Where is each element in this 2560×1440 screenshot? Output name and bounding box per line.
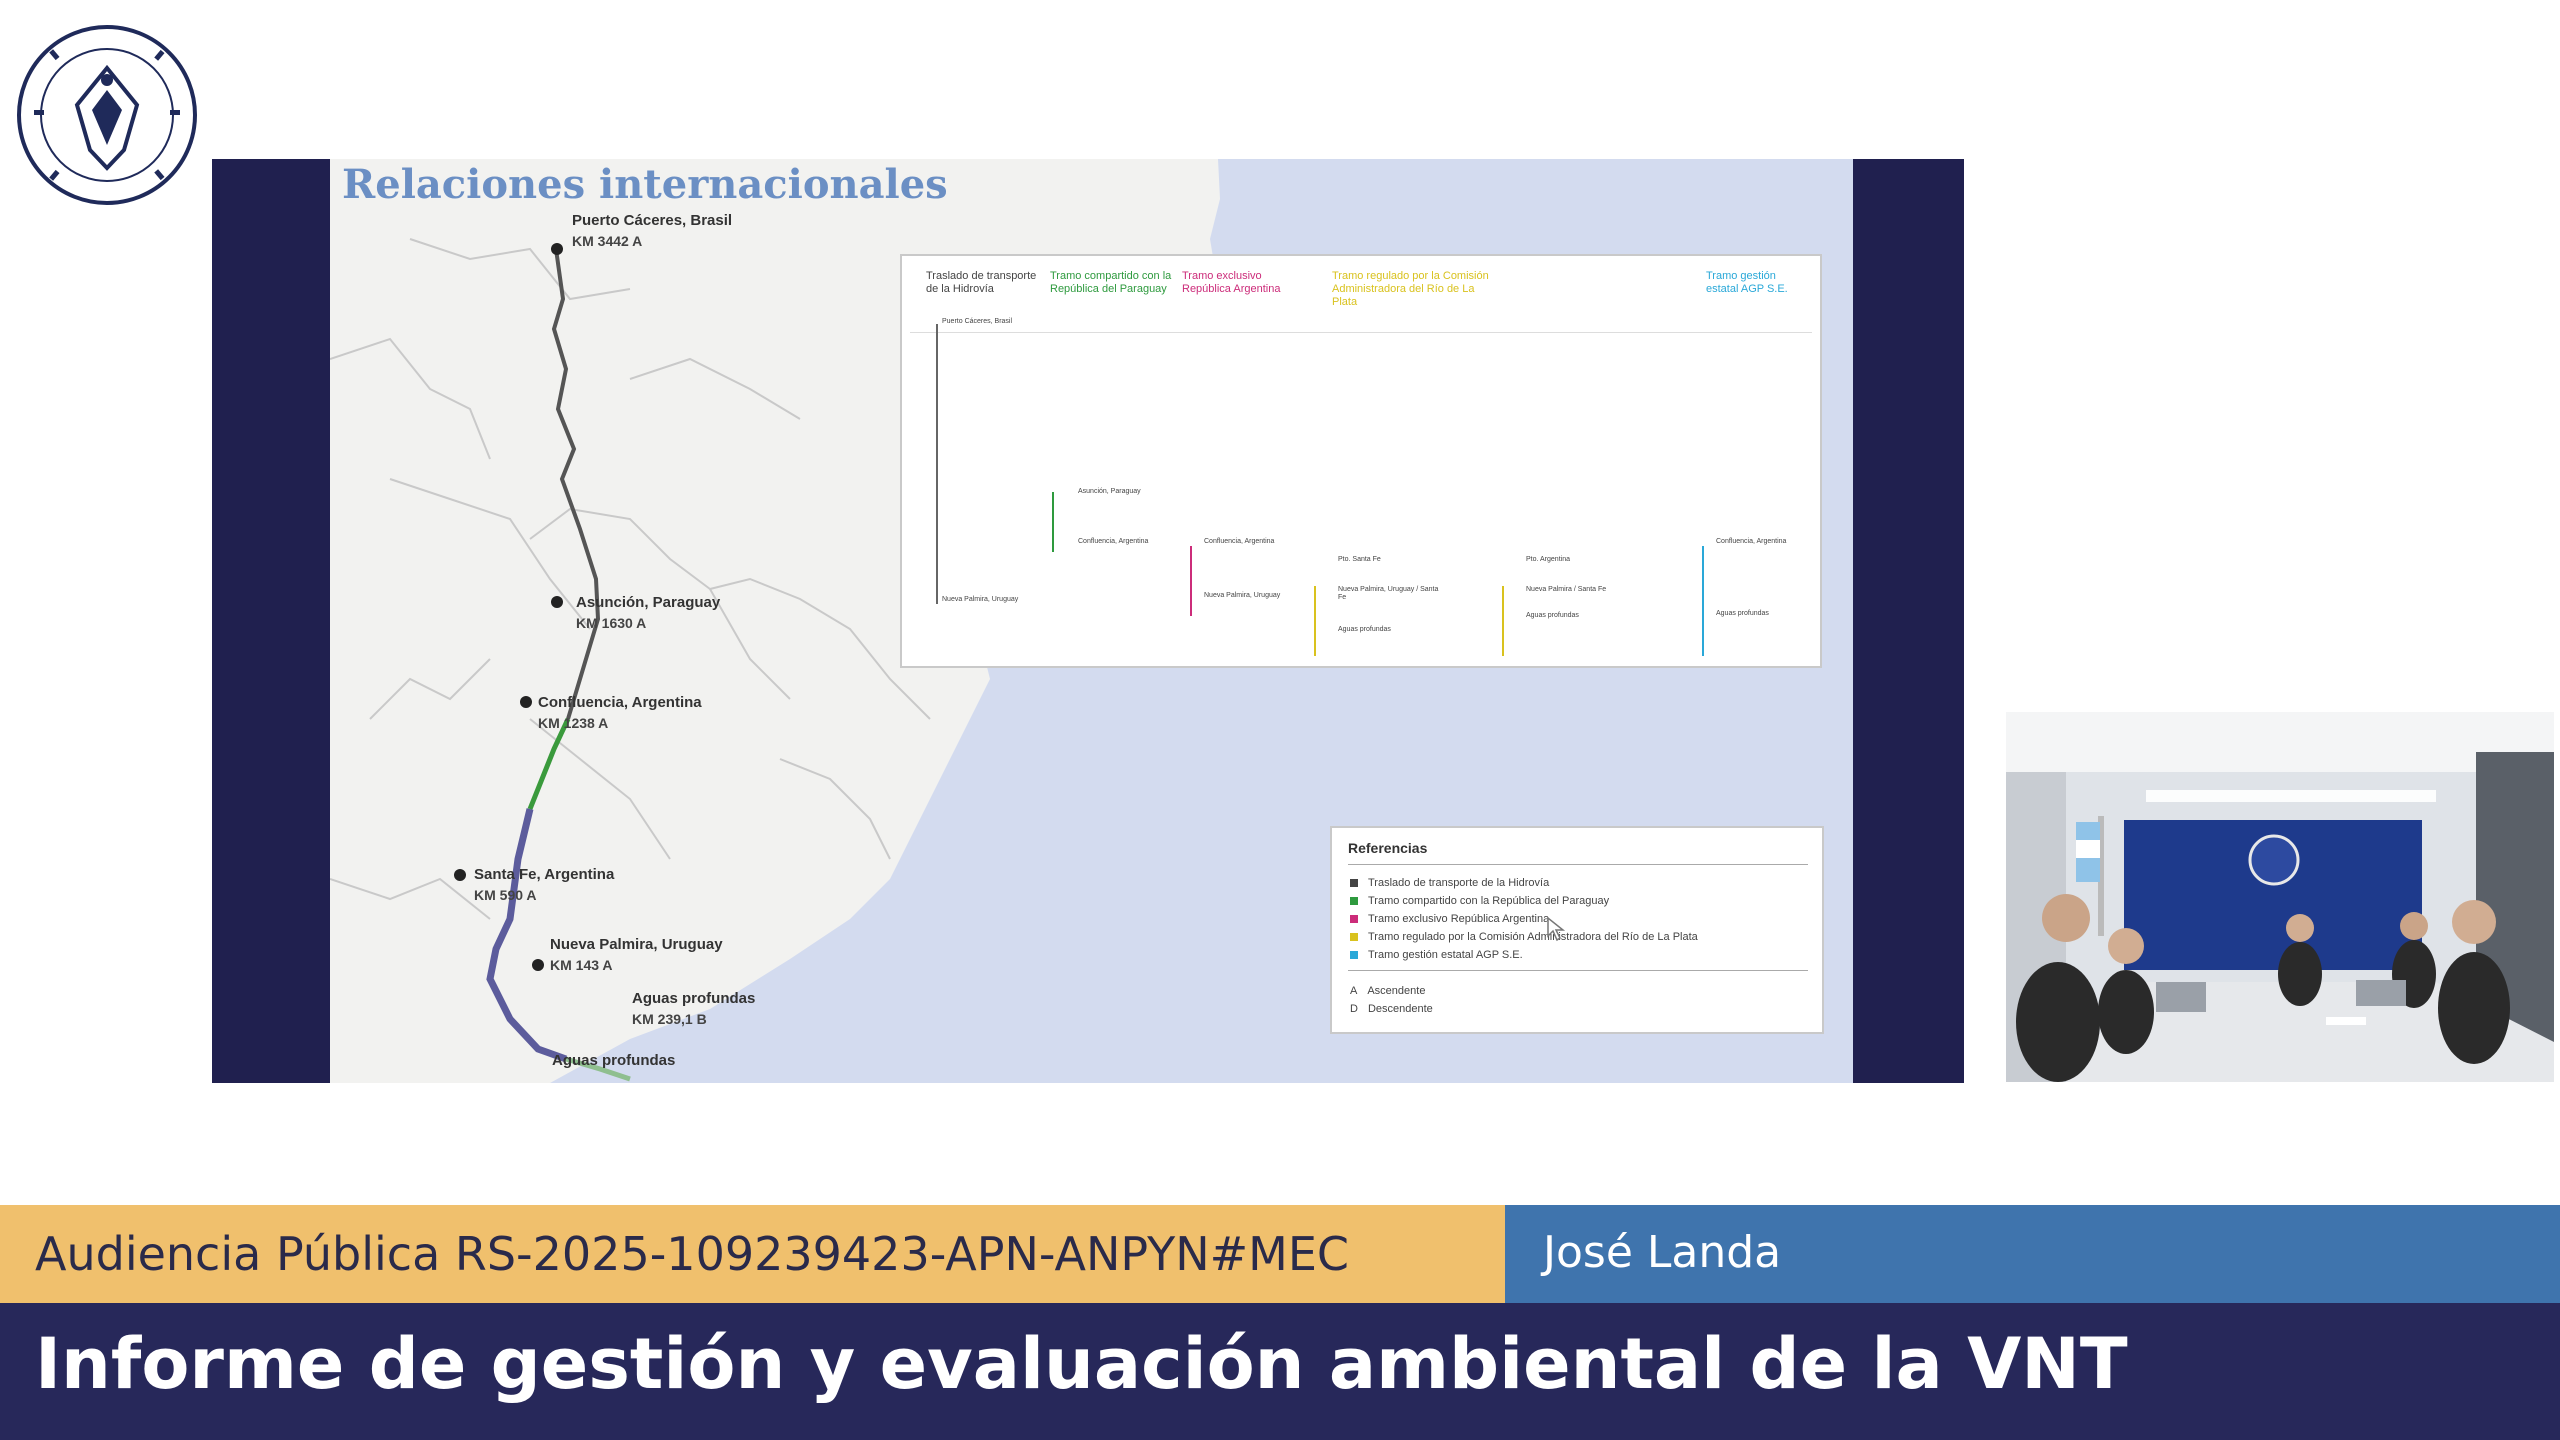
speaker-name: José Landa	[1543, 1227, 1782, 1278]
diagram-label: Asunción, Paraguay	[1078, 488, 1141, 495]
legend-swatch	[1350, 915, 1358, 924]
diagram-line	[1052, 492, 1054, 552]
legend-item: Tramo regulado por la Comisión Administr…	[1350, 930, 1698, 944]
presentation-slide: Relaciones internacionales Puerto Cácere…	[212, 159, 1964, 1083]
event-title: Audiencia Pública RS-2025-109239423-APN-…	[35, 1227, 1350, 1281]
meeting-room-video	[2006, 712, 2554, 1082]
diagram-label: Nueva Palmira, Uruguay / Santa Fe	[1338, 586, 1439, 601]
legend-divider	[1348, 970, 1808, 971]
webcam-feed	[2006, 712, 2554, 1082]
diagram-line	[1502, 586, 1504, 656]
map-city-label: Aguas profundas	[552, 1052, 676, 1069]
diagram-label: Nueva Palmira, Uruguay	[1204, 592, 1281, 599]
legend-swatch	[1350, 951, 1358, 960]
diagram-line	[1314, 586, 1316, 656]
legend-swatch	[1350, 897, 1358, 906]
map-point-nueva-palmira	[532, 959, 544, 971]
diagram-label: Confluencia, Argentina	[1204, 538, 1275, 545]
legend-divider	[1348, 864, 1808, 865]
legend-swatch	[1350, 933, 1358, 942]
slide-title: Relaciones internacionales	[342, 161, 948, 208]
diagram-header: Tramo compartido con la República del Pa…	[1050, 270, 1172, 295]
legend-swatch	[1350, 879, 1358, 888]
diagram-header: Tramo regulado por la Comisión Administr…	[1332, 270, 1489, 308]
diagram-label: Aguas profundas	[1338, 626, 1391, 633]
legend-title: Referencias	[1348, 840, 1428, 856]
institution-seal-logo	[12, 20, 202, 210]
diagram-line	[936, 324, 938, 604]
legend-item: Tramo compartido con la República del Pa…	[1350, 894, 1609, 908]
diagram-header: Tramo gestión estatal AGP S.E.	[1706, 270, 1788, 295]
map-point-confluencia	[520, 696, 532, 708]
diagram-header: Traslado de transporte de la Hidrovía	[926, 270, 1037, 295]
diagram-label: Nueva Palmira / Santa Fe	[1526, 586, 1607, 593]
event-info-bar: Audiencia Pública RS-2025-109239423-APN-…	[0, 1205, 1505, 1303]
diagram-header: Tramo exclusivo República Argentina	[1182, 270, 1281, 295]
diagram-label: Aguas profundas	[1526, 612, 1579, 619]
mouse-cursor-icon	[1547, 916, 1566, 942]
hidrovia-diagram: Traslado de transporte de la Hidrovía Tr…	[900, 254, 1822, 668]
diagram-label: Pto. Argentina	[1526, 556, 1570, 563]
diagram-label: Confluencia, Argentina	[1716, 538, 1787, 545]
diagram-label: Puerto Cáceres, Brasil	[942, 318, 1013, 325]
diagram-line	[1702, 546, 1704, 656]
diagram-label: Aguas profundas	[1716, 610, 1769, 617]
legend-item: Tramo exclusivo República Argentina	[1350, 912, 1549, 926]
map-point-asuncion	[551, 596, 563, 608]
diagram-label: Confluencia, Argentina	[1078, 538, 1149, 545]
map-point-puerto-caceres	[551, 243, 563, 255]
diagram-divider	[910, 332, 1812, 333]
legend-item: Tramo gestión estatal AGP S.E.	[1350, 948, 1523, 962]
headline-bar: Informe de gestión y evaluación ambienta…	[0, 1303, 2560, 1440]
map-point-santa-fe	[454, 869, 466, 881]
speaker-bar: José Landa	[1505, 1205, 2560, 1303]
diagram-label: Pto. Santa Fe	[1338, 556, 1381, 563]
diagram-label: Nueva Palmira, Uruguay	[942, 596, 1019, 603]
slide-content: Relaciones internacionales Puerto Cácere…	[330, 159, 1853, 1083]
headline-title: Informe de gestión y evaluación ambienta…	[35, 1323, 2128, 1405]
legend-item: Traslado de transporte de la Hidrovía	[1350, 876, 1549, 890]
map-legend: Referencias Traslado de transporte de la…	[1330, 826, 1824, 1034]
diagram-line	[1190, 546, 1192, 616]
